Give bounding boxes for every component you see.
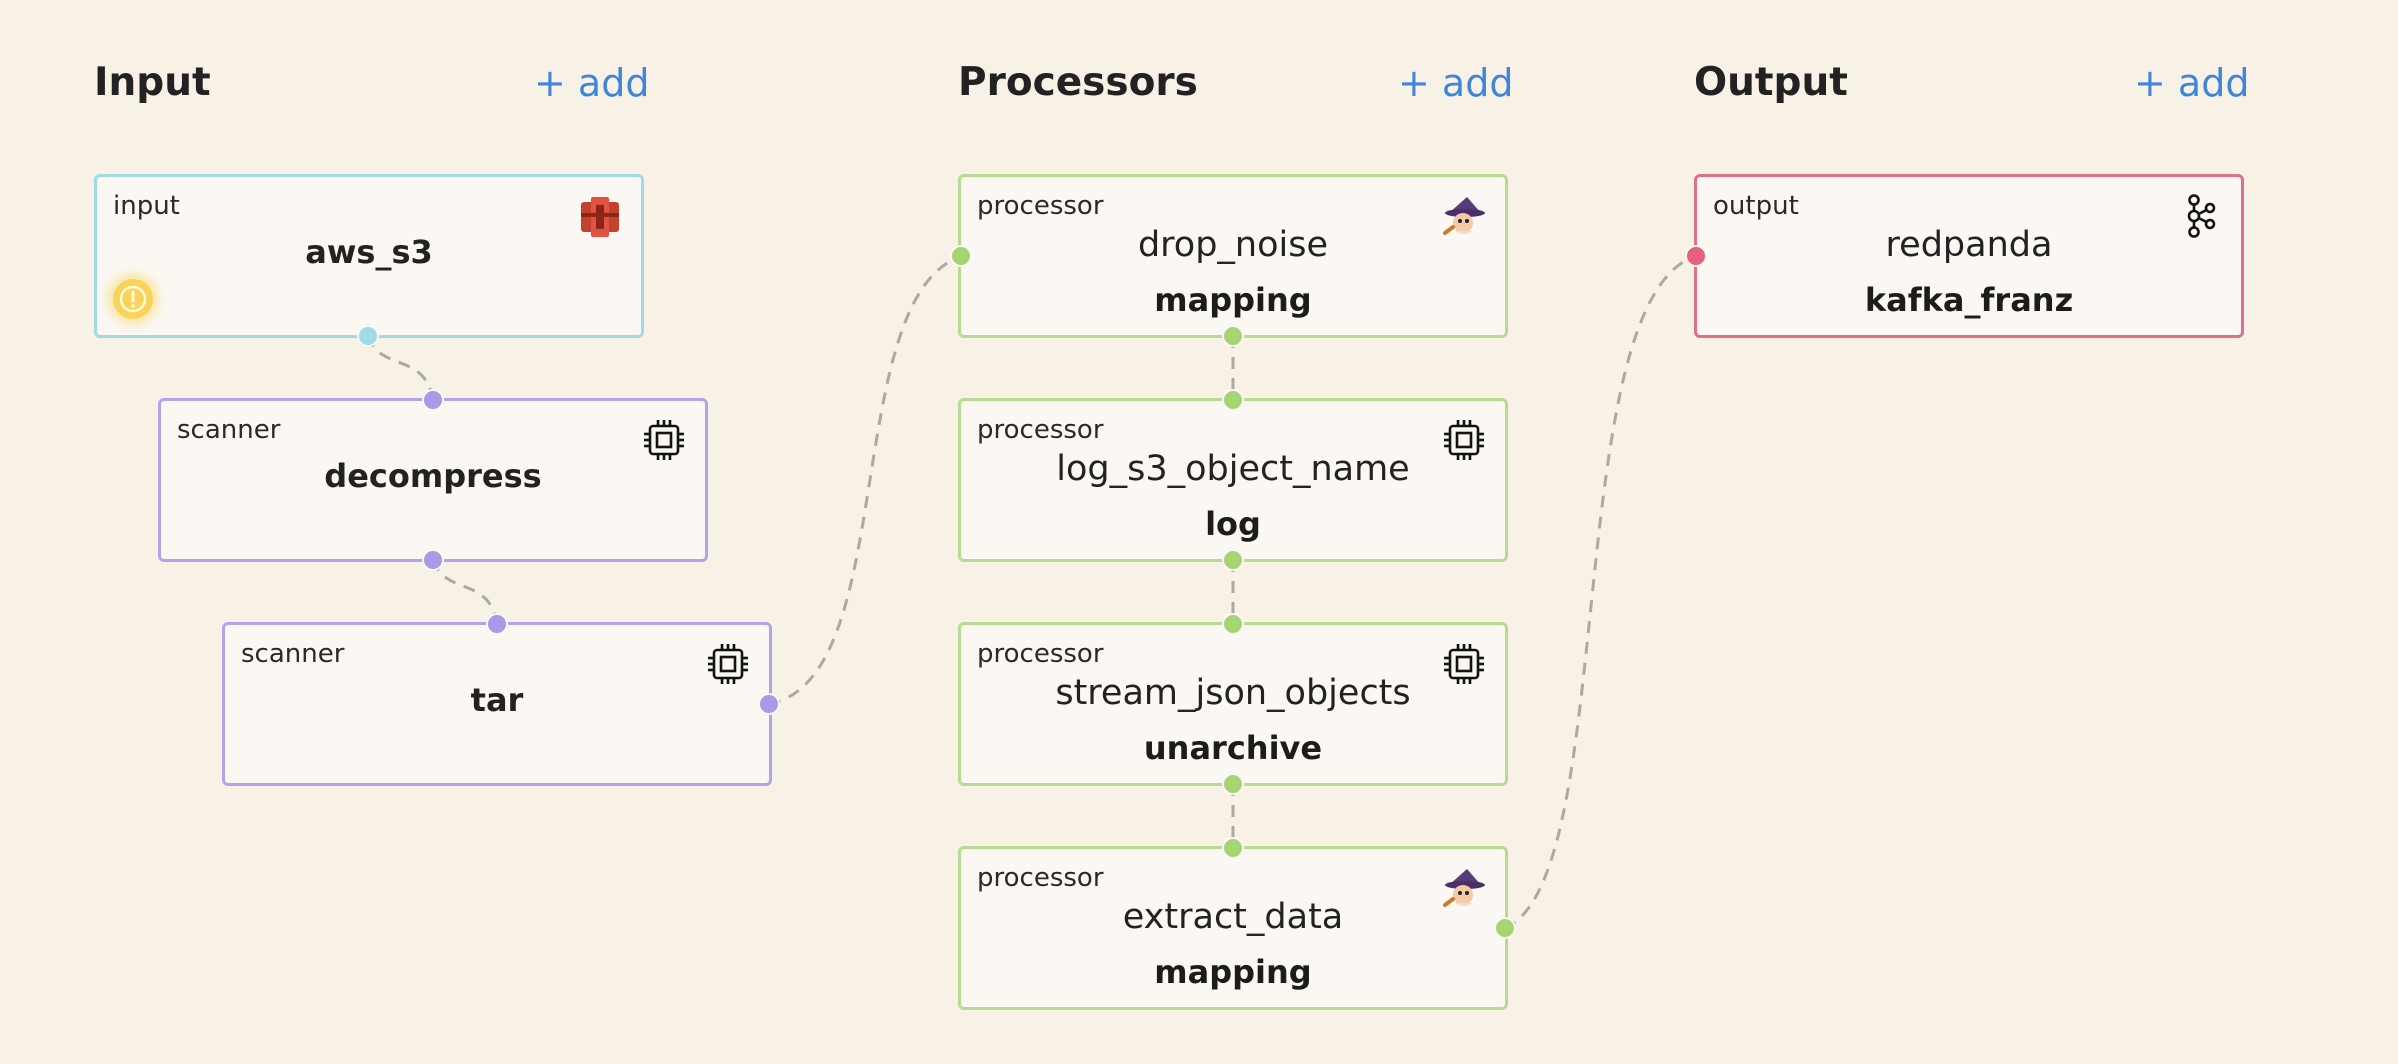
aws-s3-output-port[interactable] (357, 325, 379, 347)
node-name: unarchive (1143, 729, 1323, 767)
extract-data-output-port[interactable] (1494, 917, 1516, 939)
bloblang-wizard-icon (1443, 869, 1485, 907)
node-label: extract_data (1122, 897, 1344, 937)
processor-node-log-s3-object-name[interactable]: processor log_s3_object_name log (958, 398, 1508, 562)
wire-aws-s3-to-decompress (366, 335, 435, 401)
extract-data-input-port[interactable] (1222, 837, 1244, 859)
wire-extract-to-redpanda (1504, 254, 1697, 930)
processor-node-stream-json-objects[interactable]: processor stream_json_objects unarchive (958, 622, 1508, 786)
stream-json-objects-input-port[interactable] (1222, 613, 1244, 635)
node-name: tar (470, 681, 524, 719)
node-kind-label: output (1713, 191, 1799, 221)
output-node-redpanda[interactable]: output redpanda kafka_franz (1694, 174, 2244, 338)
column-title-output: Output (1694, 60, 1848, 105)
column-title-input: Input (94, 60, 211, 105)
node-name: aws_s3 (305, 233, 433, 271)
input-node-aws-s3[interactable]: input aws_s3 (94, 174, 644, 338)
node-kind-label: scanner (241, 639, 345, 669)
decompress-output-port[interactable] (422, 549, 444, 571)
node-kind-label: processor (977, 639, 1104, 669)
warning-icon[interactable] (113, 279, 153, 319)
node-name: decompress (324, 457, 542, 495)
node-kind-label: processor (977, 415, 1104, 445)
node-kind-label: input (113, 191, 180, 221)
chip-icon (708, 644, 748, 684)
node-label: drop_noise (1137, 225, 1329, 265)
node-name: log (1205, 505, 1261, 543)
node-name: mapping (1154, 953, 1312, 991)
bloblang-wizard-icon (1443, 197, 1485, 235)
chip-icon (644, 420, 684, 460)
log-s3-object-name-input-port[interactable] (1222, 389, 1244, 411)
add-processor-button[interactable]: + add (1398, 61, 1514, 105)
kafka-icon (2187, 194, 2216, 238)
column-title-processors: Processors (958, 60, 1198, 105)
node-label: redpanda (1885, 225, 2053, 265)
node-label: log_s3_object_name (1056, 449, 1410, 489)
node-kind-label: scanner (177, 415, 281, 445)
add-output-button[interactable]: + add (2134, 61, 2250, 105)
add-input-button[interactable]: + add (534, 61, 650, 105)
chip-icon (1444, 644, 1484, 684)
node-name: mapping (1154, 281, 1312, 319)
tar-output-port[interactable] (758, 693, 780, 715)
processor-node-drop-noise[interactable]: processor drop_noise mapping (958, 174, 1508, 338)
tar-input-port[interactable] (486, 613, 508, 635)
scanner-node-tar[interactable]: scanner tar (222, 622, 772, 786)
chip-icon (1444, 420, 1484, 460)
drop-noise-output-port[interactable] (1222, 325, 1244, 347)
log-s3-object-name-output-port[interactable] (1222, 549, 1244, 571)
processor-node-extract-data[interactable]: processor extract_data mapping (958, 846, 1508, 1010)
stream-json-objects-output-port[interactable] (1222, 773, 1244, 795)
decompress-input-port[interactable] (422, 389, 444, 411)
drop-noise-input-port[interactable] (950, 245, 972, 267)
redpanda-input-port[interactable] (1685, 245, 1707, 267)
wire-decompress-to-tar (431, 559, 499, 625)
node-kind-label: processor (977, 191, 1104, 221)
scanner-node-decompress[interactable]: scanner decompress (158, 398, 708, 562)
aws-s3-icon (581, 197, 619, 237)
node-name: kafka_franz (1864, 281, 2074, 319)
wire-tar-to-drop-noise (768, 254, 962, 706)
node-kind-label: processor (977, 863, 1104, 893)
node-label: stream_json_objects (1055, 673, 1411, 713)
